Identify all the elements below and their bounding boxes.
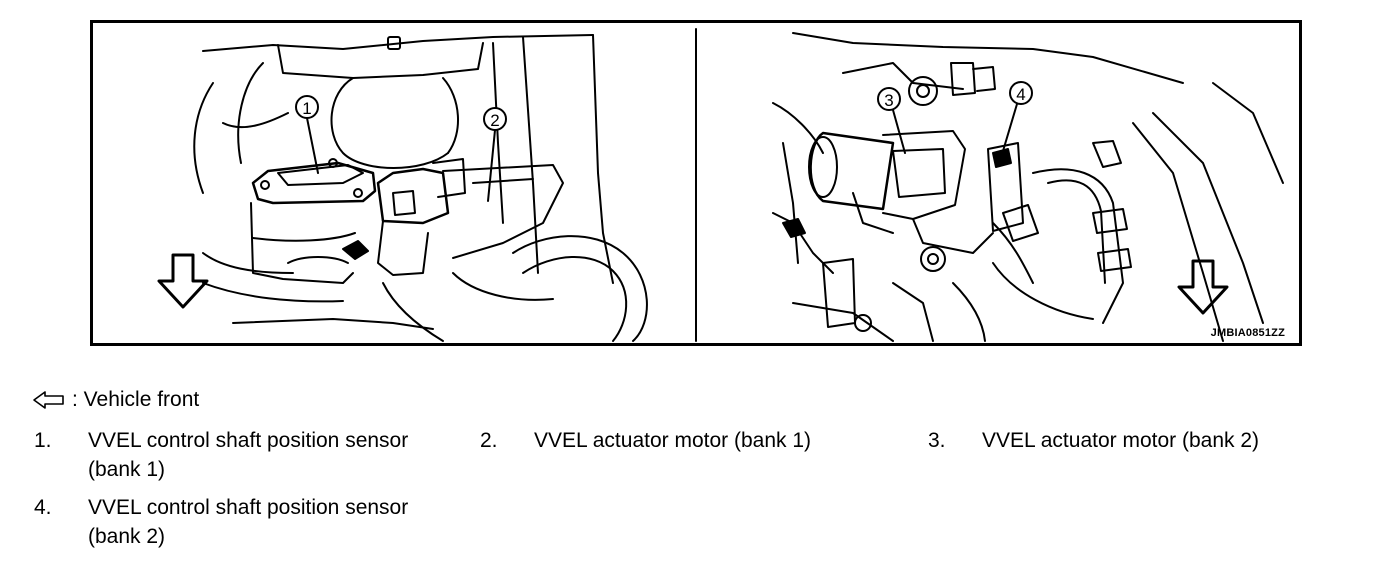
callout-2: 2	[483, 107, 507, 202]
legend-text: : Vehicle front	[72, 388, 200, 411]
item-text: VVEL control shaft position sensor (bank…	[88, 493, 408, 551]
list-item-4: 4. VVEL control shaft position sensor (b…	[34, 493, 408, 551]
item-text-line-2: (bank 1)	[88, 458, 166, 481]
left-view-drawing	[157, 34, 648, 342]
item-text: VVEL actuator motor (bank 2)	[982, 429, 1260, 452]
svg-text:3: 3	[884, 91, 893, 110]
svg-text:4: 4	[1016, 85, 1025, 104]
arrow-left-outline-icon	[33, 391, 64, 409]
item-number: 1.	[34, 429, 52, 452]
list-item-1: 1. VVEL control shaft position sensor (b…	[34, 426, 408, 484]
item-text: VVEL control shaft position sensor (bank…	[88, 426, 408, 484]
figure-code: JMBIA0851ZZ	[1210, 327, 1285, 339]
right-view-drawing	[772, 32, 1284, 342]
svg-text:1: 1	[302, 99, 311, 118]
engine-illustration: 1 2 3 4 JMBIA0851ZZ	[90, 20, 1302, 346]
list-item-3: 3. VVEL actuator motor (bank 2)	[928, 426, 1259, 455]
legend: : Vehicle front	[32, 388, 199, 412]
item-number: 4.	[34, 496, 52, 519]
svg-text:2: 2	[490, 111, 499, 130]
callout-4: 4	[1002, 81, 1033, 152]
item-number: 3.	[928, 429, 946, 452]
callout-3: 3	[877, 87, 906, 154]
arrow-down-outline-icon	[157, 253, 209, 309]
item-text: VVEL actuator motor (bank 1)	[534, 429, 812, 452]
list-item-2: 2. VVEL actuator motor (bank 1)	[480, 426, 811, 455]
arrow-down-outline-icon	[1177, 259, 1229, 315]
engine-line-drawing: 1 2 3 4	[157, 28, 1284, 342]
item-number: 2.	[480, 429, 498, 452]
item-text-line-1: VVEL control shaft position sensor	[88, 496, 409, 519]
item-text-line-1: VVEL control shaft position sensor	[88, 429, 409, 452]
item-text-line-2: (bank 2)	[88, 525, 166, 548]
callout-1: 1	[295, 95, 319, 174]
